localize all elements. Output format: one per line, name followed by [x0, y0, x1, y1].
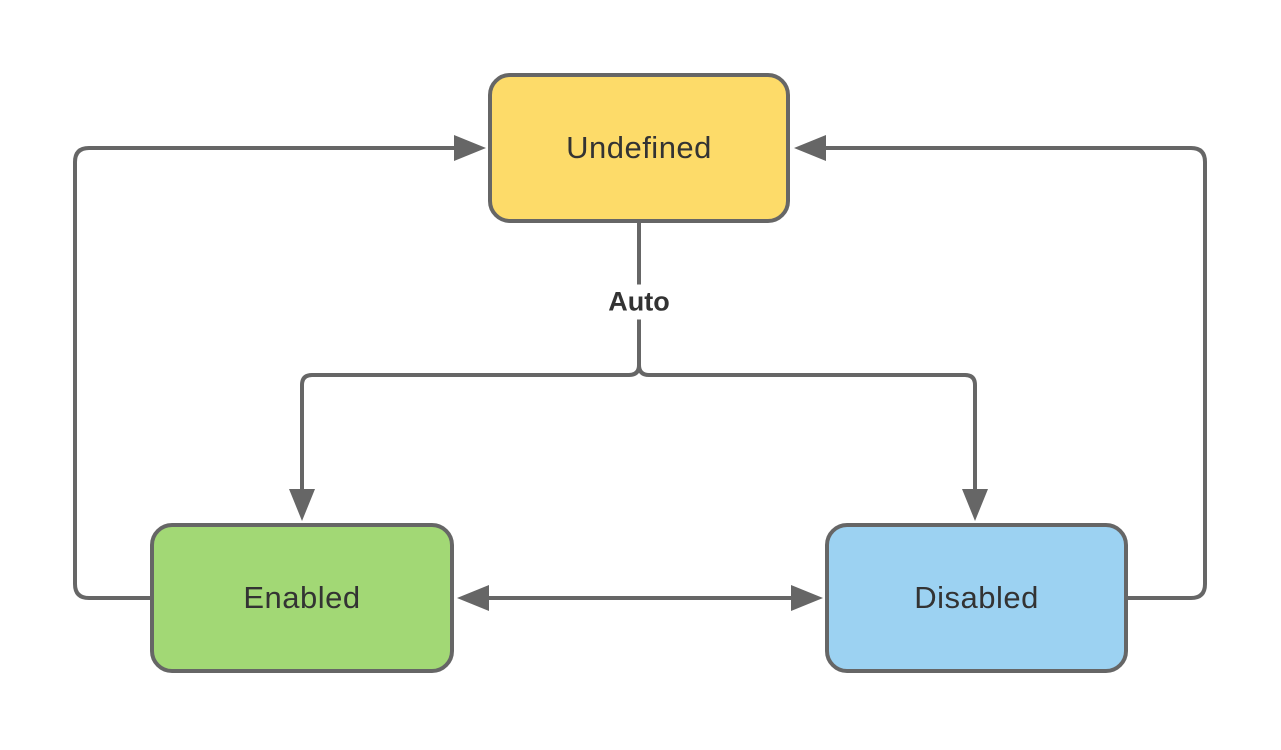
arrowhead-into-undefined-right	[794, 135, 826, 161]
arrowhead-into-undefined-left	[454, 135, 486, 161]
state-node-disabled-label: Disabled	[914, 580, 1039, 615]
state-node-disabled: Disabled	[825, 523, 1128, 673]
state-node-undefined: Undefined	[488, 73, 790, 223]
edge-label-auto: Auto	[599, 284, 679, 320]
arrowhead-into-enabled-right	[457, 585, 489, 611]
arrowhead-into-disabled-left	[791, 585, 823, 611]
edge-enabled-to-undefined	[73, 146, 454, 600]
state-node-enabled: Enabled	[150, 523, 454, 673]
arrowhead-into-enabled-top	[289, 489, 315, 521]
arrowhead-into-disabled-top	[962, 489, 988, 521]
state-node-undefined-label: Undefined	[566, 130, 712, 165]
state-node-enabled-label: Enabled	[243, 580, 361, 615]
edge-undefined-to-enabled	[300, 223, 641, 489]
edge-undefined-to-disabled	[637, 223, 977, 489]
edge-disabled-to-undefined	[826, 146, 1207, 600]
